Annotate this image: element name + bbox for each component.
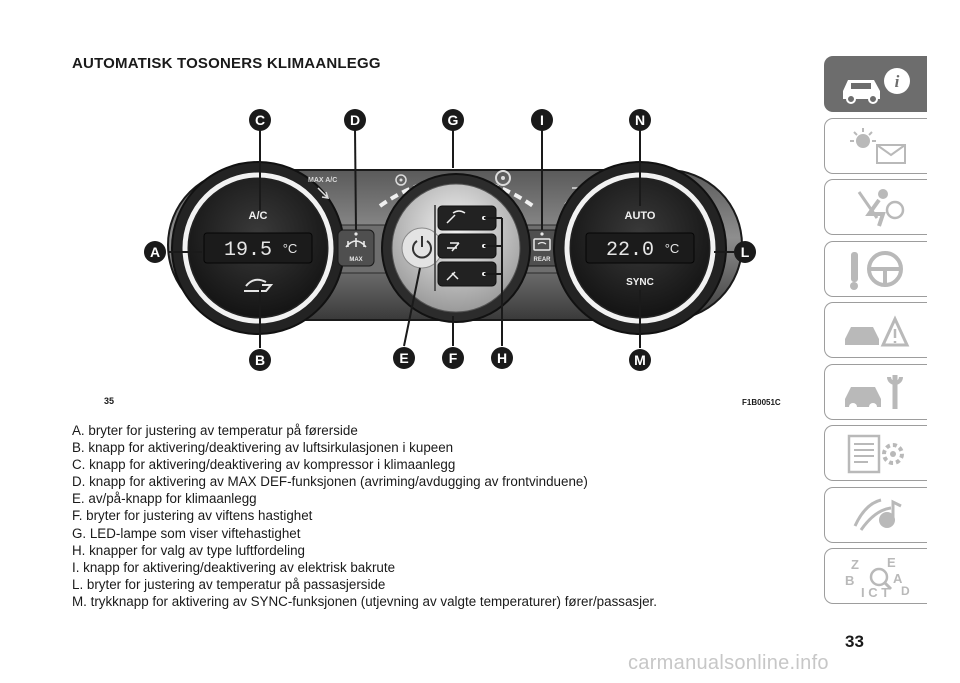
legend-item: L. bryter for justering av temperatur på… [72,576,386,592]
figure-code: F1B0051C [742,398,781,407]
svg-text:M: M [634,352,646,368]
callout-c: C [249,109,271,131]
svg-text:G: G [448,112,459,128]
svg-text:N: N [635,112,645,128]
index-icon: Z E B A I C T D [845,555,910,599]
svg-text:E: E [399,350,408,366]
watermark: carmanualsonline.info [628,652,829,674]
emergency-icon [845,315,910,347]
tab-multimedia[interactable] [824,486,927,543]
warning-lights-icon [850,127,906,164]
climate-control-figure: A/C 19.5 °C MAX REAR MAX A/C [140,100,770,380]
auto-button-label[interactable]: AUTO [625,210,656,222]
page-number: 33 [845,632,864,651]
rear-button-label: REAR [533,257,551,263]
svg-text:i: i [895,72,900,91]
power-button[interactable] [401,227,443,269]
legend-item: E. av/på-knapp for klimaanlegg [72,491,257,507]
fan-high-icon [495,170,511,186]
tab-emergency[interactable] [824,302,927,358]
left-temp-arrow-icon [317,187,330,199]
driver-temperature-display [203,232,313,264]
steering-wheel-icon [850,250,903,290]
tab-technical-data[interactable] [824,425,927,481]
car-info-icon: i [843,68,910,104]
max-ac-label: MAX A/C [308,177,337,184]
recirculation-icon[interactable] [244,278,274,292]
figure-number: 35 [104,396,115,406]
svg-text:C: C [255,112,265,128]
tab-index[interactable]: Z E B A I C T D [824,548,927,604]
callout-leader-lines [168,128,734,348]
tab-warning-lights[interactable] [824,117,927,174]
callout-b: B [249,349,271,371]
legend-item: H. knapper for valg av type luftfordelin… [72,542,305,558]
chapter-sidebar: i [824,56,929,610]
callout-e: E [393,347,415,369]
legend-item: F. bryter for justering av viftens hasti… [72,508,313,524]
safety-airbag-icon [857,189,905,227]
svg-text:I C T: I C T [861,585,889,599]
tab-safety[interactable] [824,179,927,235]
tab-maintenance[interactable] [824,363,927,420]
maintenance-icon [845,374,903,411]
svg-text:A: A [150,244,160,260]
callout-h: H [491,347,513,369]
passenger-temperature-value: 22.0 [606,239,654,262]
svg-text:B: B [845,573,854,588]
svg-text:I: I [540,112,544,128]
passenger-temperature-unit: °C [665,241,680,256]
svg-text:E: E [887,555,896,570]
callout-a: A [144,241,166,263]
svg-text:A: A [893,571,903,586]
svg-text:Z: Z [851,557,859,572]
svg-text:F: F [449,350,458,366]
callout-m: M [629,349,651,371]
technical-data-icon [847,434,904,474]
legend-item: B. knapp for aktivering/deaktivering av … [72,440,454,456]
callout-d: D [344,109,366,131]
driver-temperature-value: 19.5 [224,239,272,262]
callout-f: F [442,347,464,369]
svg-text:D: D [350,112,360,128]
callout-i: I [531,109,553,131]
sync-button-label[interactable]: SYNC [626,277,654,288]
legend-item: I. knapp for aktivering/deaktivering av … [72,559,396,575]
svg-text:H: H [497,350,507,366]
legend-item: C. knapp for aktivering/deaktivering av … [72,457,456,473]
legend-list: A. bryter for justering av temperatur på… [72,422,772,610]
svg-text:D: D [901,584,910,598]
legend-item: A. bryter for justering av temperatur på… [72,423,358,438]
tab-car-info[interactable]: i [824,56,927,112]
callout-l: L [734,241,756,263]
legend-item: D. knapp for aktivering av MAX DEF-funks… [72,474,588,490]
fan-low-icon [395,174,407,186]
legend-item: M. trykknapp for aktivering av SYNC-funk… [72,593,657,609]
center-divider [434,205,436,291]
driver-temperature-unit: °C [283,241,298,256]
callout-n: N [629,109,651,131]
tab-driving[interactable] [824,240,927,297]
page-title: AUTOMATISK TOSONERS KLIMAANLEGG [72,55,381,72]
max-defrost-button[interactable] [337,229,375,267]
legend-item: G. LED-lampe som viser viftehastighet [72,525,301,541]
ac-button-label[interactable]: A/C [249,210,268,222]
callout-g: G [442,109,464,131]
svg-text:B: B [255,352,265,368]
svg-text:L: L [741,244,750,260]
passenger-temperature-display [585,232,695,264]
max-button-label: MAX [349,257,362,263]
multimedia-icon [853,498,902,531]
